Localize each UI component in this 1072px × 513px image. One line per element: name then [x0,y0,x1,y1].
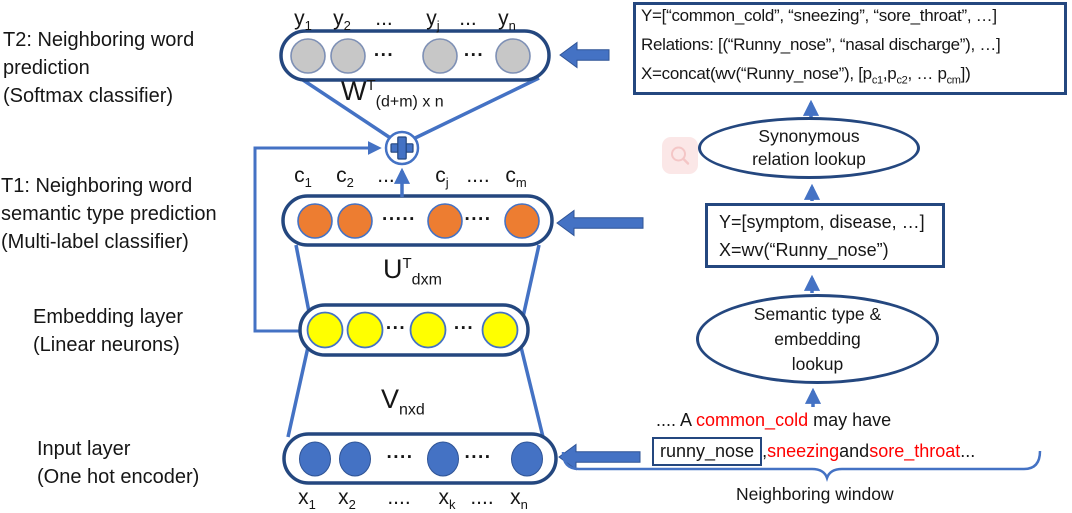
topbox-line3: X=concat(wv(“Runny_nose”), [pc1,pc2, … p… [641,64,971,87]
midbox-line2: X=wv(“Runny_nose”) [719,239,889,260]
embedding-to-sum-connector [253,141,382,333]
y-row-dots2: ... [459,7,477,30]
t1-task-label: T1: Neighboring word semantic type predi… [1,175,217,253]
cj-label: cj [435,164,449,191]
y2-label: y2 [333,7,351,34]
v-matrix-label: Vnxd [381,384,425,419]
topbox-line1: Y=[“common_cold”, “sneezing”, “sore_thro… [641,6,997,26]
y1-label: y1 [294,7,312,34]
synonymous-relation-lookup-ellipse: Synonymous relation lookup [698,117,920,179]
x2-label: x2 [338,486,356,513]
topbox-to-output-arrow [559,41,610,69]
semantic-type-example-box: Y=[symptom, disease, …] X=wv(“Runny_nose… [705,203,945,268]
y-row-dots: ... [375,7,393,30]
block-arrows [556,41,644,471]
sentence-line2: runny_nose, sneezing and sore_throat ... [652,437,975,466]
sum-node [384,130,420,166]
w-matrix-lines [293,72,540,143]
t2-task-label: T2: Neighboring word prediction (Softmax… [3,29,195,107]
u-matrix-label: UTdxm [383,254,442,289]
sentence-to-input-arrow [558,443,641,471]
yj-label: yj [426,7,440,34]
search-icon [671,146,690,165]
cm-label: cm [505,164,527,191]
target-word-box: runny_nose [652,437,763,466]
midbox-to-semantic-arrow [556,209,644,237]
input-oval-dots: .... [386,442,414,463]
xk-label: xk [438,486,456,513]
neighboring-window-label: Neighboring window [736,484,894,504]
c1-label: c1 [294,164,312,191]
common-cold-term: common_cold [696,410,809,430]
embedding-oval-dots2: ... [453,313,475,334]
semantic-oval-dots2: .... [464,204,492,225]
embedding-oval-dots: ... [385,313,407,334]
embedding-layer-label: Embedding layer (Linear neurons) [33,306,184,356]
output-oval-dots2: ... [463,40,485,61]
semantic-type-layer-nodes [297,203,540,239]
topbox-line2: Relations: [(“Runny_nose”, “nasal discha… [641,35,1001,55]
neighboring-window-brace [561,450,1042,482]
semantic-type-embedding-lookup-ellipse: Semantic type & embedding lookup [696,294,939,384]
sore-throat-term: sore_throat [869,441,961,461]
input-layer-label: Input layer (One hot encoder) [37,438,200,488]
midbox-line1: Y=[symptom, disease, …] [719,211,925,232]
input-layer-nodes [299,441,543,477]
c-row-dots2: .... [466,164,490,187]
v-matrix-lines [286,346,545,438]
u-matrix-lines [294,244,541,318]
x-row-dots2: .... [470,486,494,509]
sentence-line1: .... A common_cold may have [656,410,892,430]
output-layer-nodes [290,38,531,74]
output-oval-dots: ... [373,40,395,61]
c-row-dots: ... [377,164,395,187]
yn-label: yn [498,7,516,34]
c2-label: c2 [336,164,354,191]
w-matrix-label: WT(d+m) x n [341,76,444,111]
semantic-oval-dots: ..... [382,204,416,225]
plus-icon [390,136,414,160]
xn-label: xn [510,486,528,513]
relation-example-box: Y=[“common_cold”, “sneezing”, “sore_thro… [633,2,1067,95]
x-row-dots: .... [387,486,411,509]
sneezing-term: sneezing [767,441,840,461]
input-oval-dots2: .... [464,442,492,463]
x1-label: x1 [298,486,316,513]
embedding-layer-nodes [306,311,519,349]
search-icon-watermark [662,137,698,174]
